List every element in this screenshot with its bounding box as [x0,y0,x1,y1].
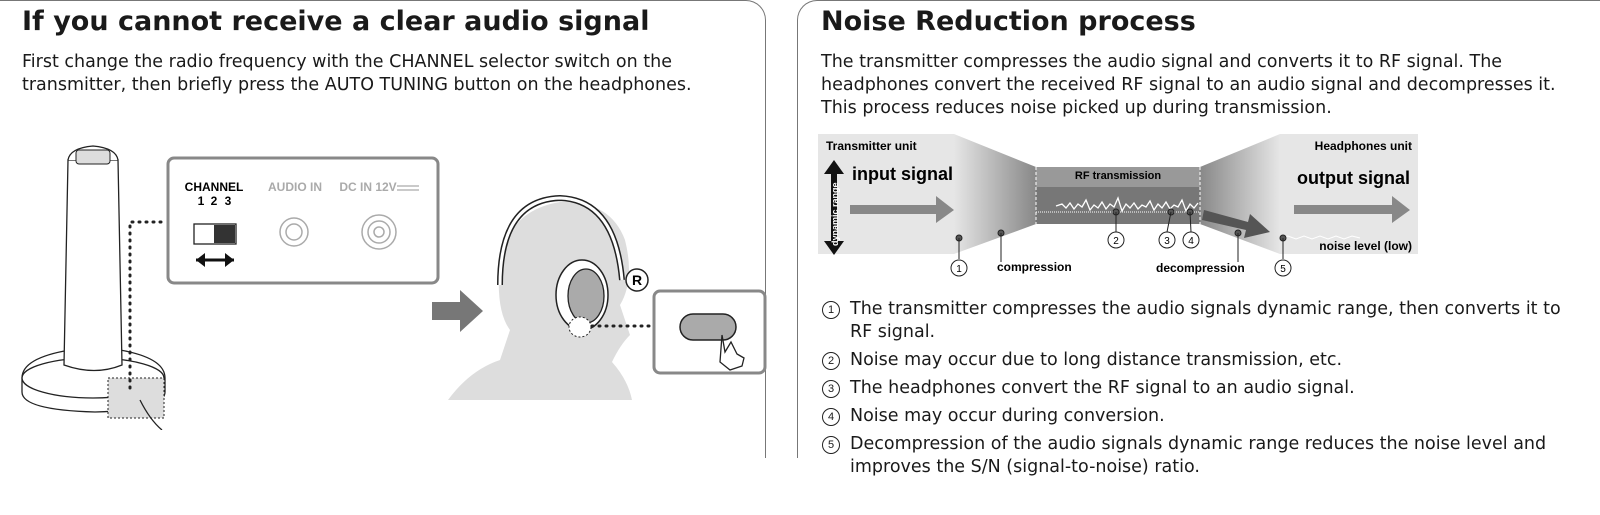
step-number: 4 [822,408,840,426]
step-text: The transmitter compresses the audio sig… [850,299,1561,342]
decompression-label: decompression [1156,261,1245,275]
channel-number-2: 2 [211,194,218,208]
step-number: 1 [822,301,840,319]
rf-noise-waveform [1055,196,1199,213]
auto-tuning-button[interactable] [679,313,737,341]
noise-level-label: noise level (low) [1319,239,1412,253]
marker-1: 1 [956,264,962,275]
right-panel-frame [797,0,1600,458]
input-signal-label: input signal [852,164,953,184]
noise-reduction-steps: 1 The transmitter compresses the audio si… [822,298,1582,484]
step-item: 1 The transmitter compresses the audio si… [822,298,1582,344]
headphones-user-icon: R [448,194,649,400]
channel-number-3: 3 [225,194,232,208]
channel-selector-switch[interactable] [193,223,237,245]
finger-press-icon [719,334,745,371]
step-item: 4 Noise may occur during conversion. [822,405,1582,428]
step-text: Decompression of the audio signals dynam… [850,434,1547,477]
headphones-unit-label: Headphones unit [1315,139,1412,153]
transmitter-icon [21,145,166,430]
marker-4: 4 [1188,236,1194,247]
audio-in-label: AUDIO IN [268,180,322,194]
step-item: 3 The headphones convert the RF signal to… [822,377,1582,400]
compression-label: compression [997,260,1072,274]
channel-number-1: 1 [198,194,205,208]
right-side-marker: R [632,272,642,288]
step-text: Noise may occur during conversion. [850,406,1165,426]
noise-reduction-diagram: Transmitter unit Headphones unit input s… [818,134,1418,277]
dynamic-range-arrow-icon [824,160,844,255]
right-section-description: The transmitter compresses the audio sig… [821,52,1556,118]
input-arrow-icon [850,196,954,223]
step-item: 5 Decompression of the audio signals dyna… [822,433,1582,479]
left-section-title: If you cannot receive a clear audio sign… [22,6,650,37]
dynamic-range-label: dynamic range [830,182,840,246]
output-signal-label: output signal [1297,168,1410,188]
output-arrow-icon [1294,196,1410,223]
left-section-description: First change the radio frequency with th… [22,52,692,95]
auto-tuning-illustration: CHANNEL 1 2 3 AUDIO IN DC IN 12V R [21,145,767,430]
marker-5: 5 [1280,264,1286,275]
dc-in-label: DC IN 12V [339,180,396,194]
channel-label: CHANNEL [185,180,244,194]
left-panel-frame [0,0,766,458]
step-text: Noise may occur due to long distance tra… [850,350,1343,370]
step-item: 2 Noise may occur due to long distance tr… [822,349,1582,372]
arrow-right-icon [432,290,483,332]
step-number: 2 [822,352,840,370]
step-number: 5 [822,436,840,454]
marker-2: 2 [1113,236,1119,247]
step-number: 3 [822,380,840,398]
transmitter-unit-label: Transmitter unit [826,139,917,153]
right-section-title: Noise Reduction process [821,6,1196,37]
step-text: The headphones convert the RF signal to … [850,378,1355,398]
decompress-arrow-icon [1202,210,1270,238]
marker-3: 3 [1164,236,1170,247]
rf-transmission-label: RF transmission [1075,170,1161,182]
